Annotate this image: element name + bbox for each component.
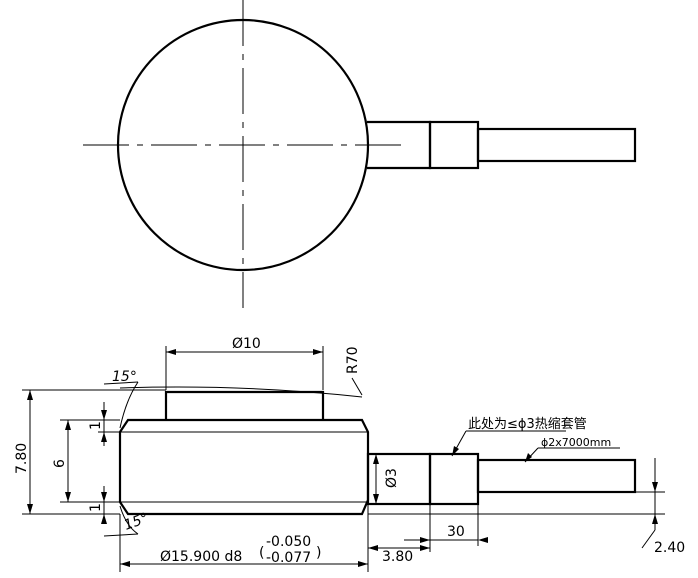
tolerance-close-paren: )	[316, 545, 321, 561]
dimension-lines	[22, 346, 665, 572]
top-diameter-label: Ø10	[232, 336, 261, 352]
top-view	[83, 0, 637, 308]
cable-offset-label: 3.80	[382, 549, 413, 565]
chamfer-top-label: 15°	[112, 369, 137, 385]
tolerance-lower-label: -0.077	[266, 550, 311, 566]
top-surface-curve	[119, 386, 363, 398]
body-height-label: 6	[52, 459, 68, 468]
cable-spec-note: ϕ2x7000mm	[541, 436, 611, 449]
step-bottom-label: 1	[88, 503, 104, 512]
step-top-label: 1	[88, 421, 104, 430]
heat-shrink-side	[428, 452, 480, 506]
tolerance-open-paren: (	[259, 545, 264, 561]
offset-label: 2.40	[654, 540, 685, 556]
cable-side	[476, 458, 637, 494]
main-body	[118, 418, 370, 516]
heat-shrink-top	[428, 120, 480, 170]
top-radius-label: R70	[345, 346, 361, 374]
top-boss	[164, 390, 325, 420]
overall-height-label: 7.80	[14, 443, 30, 474]
cable-diameter-label: Ø3	[384, 468, 400, 488]
cable-top	[476, 127, 637, 163]
dimension-arrows	[27, 349, 658, 567]
heat-shrink-note: 此处为≤ϕ3热缩套管	[468, 416, 587, 432]
chamfer-bottom-label: 15°	[122, 510, 151, 534]
cable-length-label: 30	[447, 524, 465, 540]
side-view	[118, 386, 637, 516]
tolerance-upper-label: -0.050	[266, 534, 311, 550]
body-diameter-label: Ø15.900 d8	[160, 549, 242, 565]
